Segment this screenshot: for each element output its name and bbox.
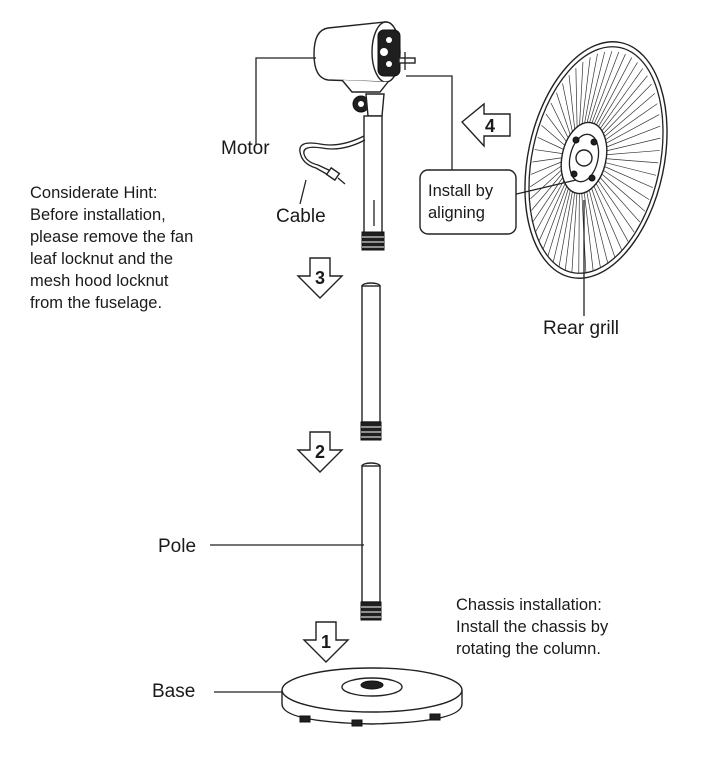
hint-line-1: Considerate Hint:	[30, 184, 157, 202]
grill-spoke	[545, 113, 569, 144]
grill-spoke	[568, 75, 576, 133]
power-cable	[299, 135, 366, 185]
grill-spoke	[604, 114, 660, 145]
grill-spoke	[578, 190, 580, 274]
grill-spoke	[604, 158, 659, 164]
hint-line-4: leaf locknut and the	[30, 250, 173, 268]
grill-spoke	[588, 187, 609, 263]
grill-spoke	[585, 51, 606, 126]
grill-spoke	[603, 103, 658, 142]
grill-spoke	[590, 51, 620, 126]
hint-line-3: please remove the fan	[30, 228, 193, 246]
grill-spoke	[585, 188, 601, 268]
step-number-3: 3	[315, 268, 325, 288]
grill-spoke	[594, 181, 629, 242]
grill-spoke	[558, 188, 574, 268]
grill-spoke	[596, 62, 638, 130]
grill-spoke	[556, 92, 572, 138]
considerate-hint: Considerate Hint: Before installation, p…	[30, 184, 193, 312]
grill-spoke	[604, 125, 661, 149]
grill-spoke	[592, 183, 622, 250]
grill-spoke	[590, 185, 616, 258]
chassis-line-1: Chassis installation:	[456, 596, 602, 614]
grill-spoke	[601, 168, 650, 200]
grill-spoke	[603, 161, 657, 176]
grill-spoke	[535, 177, 566, 232]
install-by-aligning-callout: Install by aligning	[419, 169, 517, 235]
grill-spoke	[552, 187, 572, 263]
rear-grill	[524, 41, 668, 279]
grill-spoke	[531, 171, 565, 211]
step-arrow-2: 2	[296, 431, 344, 473]
grill-spoke	[583, 189, 594, 272]
grill-spoke	[601, 83, 652, 136]
step-number-2: 2	[315, 442, 325, 462]
grill-spoke	[550, 102, 570, 141]
grill-spoke	[602, 93, 656, 139]
grill-spoke	[530, 168, 564, 200]
install-by-line-1: Install by	[428, 182, 494, 200]
fan-base	[281, 667, 463, 727]
grill-spoke	[583, 53, 598, 127]
hint-line-2: Before installation,	[30, 206, 166, 224]
chassis-installation-note: Chassis installation: Install the chassi…	[456, 596, 609, 658]
grill-spoke	[534, 149, 565, 155]
chassis-line-3: rotating the column.	[456, 640, 601, 658]
grill-spoke	[532, 174, 565, 222]
upper-pole	[361, 115, 385, 251]
step-arrow-1: 1	[302, 621, 350, 663]
grill-spoke	[530, 164, 564, 188]
label-motor: Motor	[221, 138, 270, 159]
label-cable: Cable	[276, 206, 326, 227]
grill-spoke	[541, 125, 567, 148]
middle-pole	[360, 282, 382, 441]
step-arrow-3: 3	[296, 257, 344, 299]
grill-spoke	[530, 160, 564, 175]
motor-assembly	[313, 21, 416, 117]
grill-spoke	[602, 165, 654, 188]
grill-spoke	[581, 57, 591, 128]
grill-spoke	[542, 182, 569, 250]
grill-spoke	[592, 53, 626, 127]
grill-spoke	[537, 136, 566, 151]
grill-spoke	[598, 175, 641, 223]
step-number-4: 4	[485, 116, 495, 136]
grill-spoke	[575, 67, 578, 131]
grill-spoke	[599, 172, 646, 212]
grill-spoke	[564, 189, 576, 271]
grill-spoke	[594, 57, 633, 128]
grill-spoke	[604, 150, 660, 156]
grill-spoke	[562, 83, 574, 135]
leader-lines	[210, 57, 585, 693]
step-arrow-4: 4	[460, 102, 511, 148]
grill-spoke	[579, 61, 584, 129]
grill-spoke	[588, 51, 613, 126]
install-by-line-2: aligning	[428, 204, 485, 222]
grill-spoke	[547, 185, 570, 257]
hint-line-5: mesh hood locknut	[30, 272, 169, 290]
grill-spoke	[532, 157, 564, 163]
grill-spoke	[571, 190, 578, 274]
label-rear-grill: Rear grill	[543, 318, 619, 339]
step-number-1: 1	[321, 632, 331, 652]
grill-spoke	[598, 68, 644, 131]
chassis-line-2: Install the chassis by	[456, 618, 609, 636]
grill-spoke	[604, 137, 661, 152]
grill-spoke	[596, 178, 635, 233]
lower-pole	[360, 462, 382, 621]
grill-spoke	[599, 75, 648, 134]
grill-spoke	[538, 180, 567, 241]
hint-line-6: from the fuselage.	[30, 294, 162, 312]
label-pole: Pole	[158, 536, 196, 557]
label-base: Base	[152, 681, 195, 702]
